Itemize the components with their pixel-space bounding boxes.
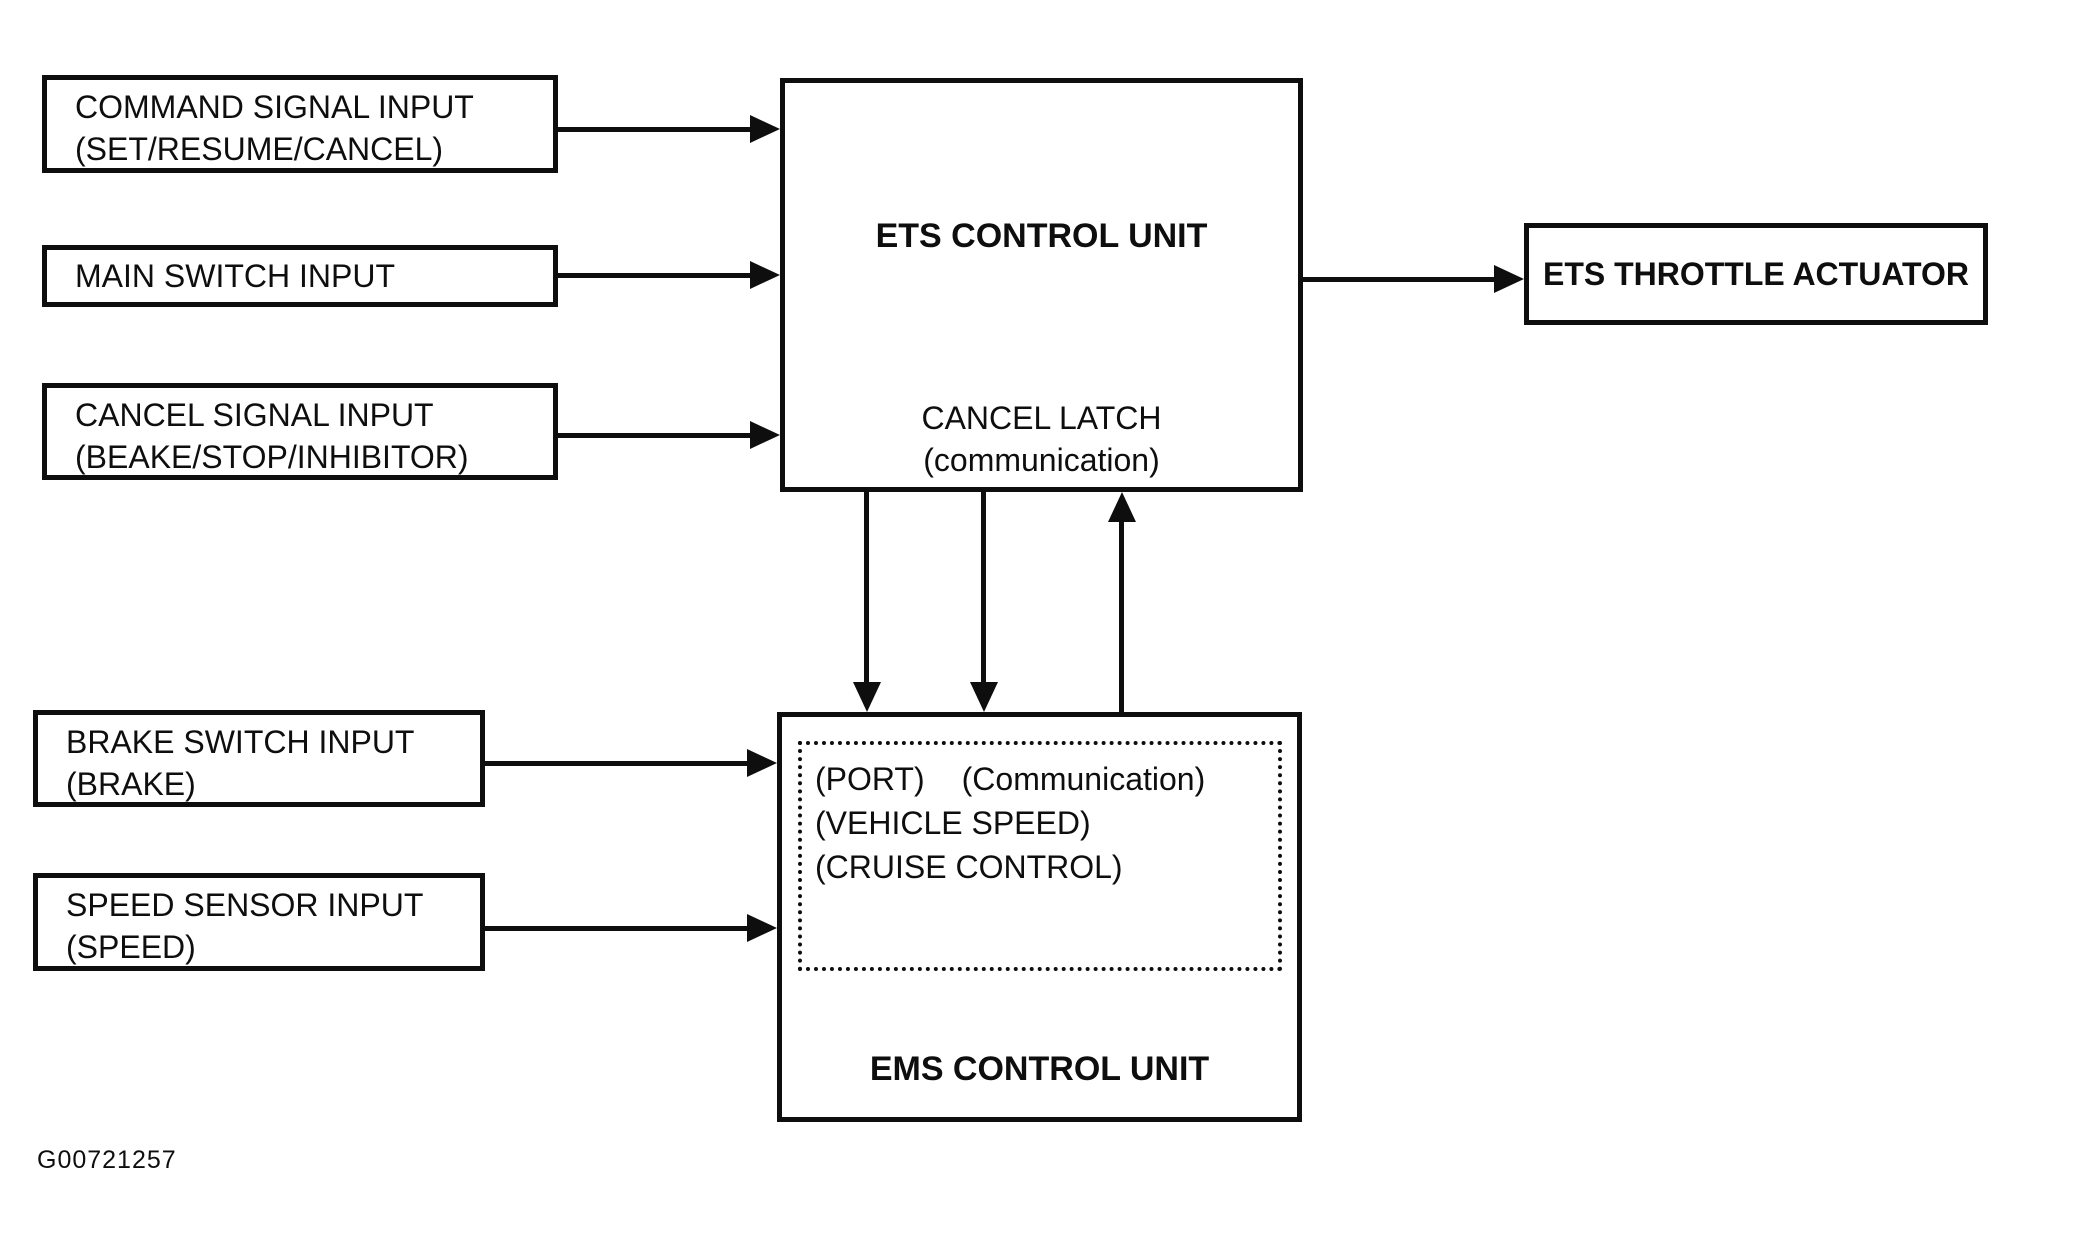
brake-switch-input-box: BRAKE SWITCH INPUT (BRAKE)	[33, 710, 485, 807]
ems-cruise-control-label: (CRUISE CONTROL)	[815, 849, 1123, 885]
arrow-brake-to-ems-head	[747, 749, 777, 777]
ems-port-line: (PORT) (Communication)	[815, 757, 1278, 801]
arrow-ems-to-ets-line	[1119, 520, 1124, 714]
arrow-ets-to-ems-2-head	[970, 682, 998, 712]
cancel-signal-input-label-line2: (BEAKE/STOP/INHIBITOR)	[75, 439, 469, 475]
cancel-latch-label: CANCEL LATCH	[921, 400, 1162, 436]
speed-sensor-input-label-line1: SPEED SENSOR INPUT	[66, 887, 424, 923]
arrow-ets-to-actuator-head	[1494, 265, 1524, 293]
cancel-latch-block: CANCEL LATCH (communication)	[785, 397, 1298, 481]
arrow-ets-to-ems-2-line	[981, 490, 986, 684]
ems-port-dotted-box: (PORT) (Communication) (VEHICLE SPEED) (C…	[798, 741, 1282, 971]
cancel-latch-communication-label: (communication)	[923, 442, 1160, 478]
ems-control-unit-box: (PORT) (Communication) (VEHICLE SPEED) (C…	[777, 712, 1302, 1122]
figure-code: G00721257	[37, 1146, 177, 1174]
ets-control-unit-box: ETS CONTROL UNIT CANCEL LATCH (communica…	[780, 78, 1303, 492]
arrow-command-to-ets-line	[558, 127, 752, 132]
ems-communication-label: (Communication)	[961, 761, 1206, 797]
arrow-main-to-ets-line	[558, 273, 752, 278]
arrow-cancel-to-ets-head	[750, 421, 780, 449]
ets-throttle-actuator-title: ETS THROTTLE ACTUATOR	[1542, 256, 1970, 292]
arrow-brake-to-ems-line	[483, 761, 749, 766]
ems-vehicle-speed-label: (VEHICLE SPEED)	[815, 805, 1091, 841]
arrow-main-to-ets-head	[750, 261, 780, 289]
brake-switch-input-label-line1: BRAKE SWITCH INPUT	[66, 724, 415, 760]
ets-throttle-actuator-box: ETS THROTTLE ACTUATOR	[1524, 223, 1988, 325]
arrow-ets-to-ems-1-head	[853, 682, 881, 712]
ets-control-unit-title: ETS CONTROL UNIT	[875, 217, 1208, 255]
main-switch-input-label: MAIN SWITCH INPUT	[75, 258, 395, 294]
ems-control-unit-title: EMS CONTROL UNIT	[869, 1050, 1210, 1088]
command-signal-input-label-line1: COMMAND SIGNAL INPUT	[75, 89, 474, 125]
command-signal-input-box: COMMAND SIGNAL INPUT (SET/RESUME/CANCEL)	[42, 75, 558, 173]
arrow-ems-to-ets-head	[1108, 492, 1136, 522]
arrow-speed-to-ems-head	[747, 914, 777, 942]
arrow-speed-to-ems-line	[483, 926, 749, 931]
command-signal-input-label-line2: (SET/RESUME/CANCEL)	[75, 131, 444, 167]
ems-port-label: (PORT)	[815, 761, 925, 797]
cancel-signal-input-box: CANCEL SIGNAL INPUT (BEAKE/STOP/INHIBITO…	[42, 383, 558, 480]
main-switch-input-box: MAIN SWITCH INPUT	[42, 245, 558, 307]
arrow-command-to-ets-head	[750, 115, 780, 143]
speed-sensor-input-label-line2: (SPEED)	[66, 929, 196, 965]
arrow-ets-to-ems-1-line	[864, 490, 869, 684]
arrow-ets-to-actuator-line	[1301, 277, 1496, 282]
arrow-cancel-to-ets-line	[558, 433, 752, 438]
speed-sensor-input-box: SPEED SENSOR INPUT (SPEED)	[33, 873, 485, 971]
brake-switch-input-label-line2: (BRAKE)	[66, 766, 196, 802]
cancel-signal-input-label-line1: CANCEL SIGNAL INPUT	[75, 397, 434, 433]
